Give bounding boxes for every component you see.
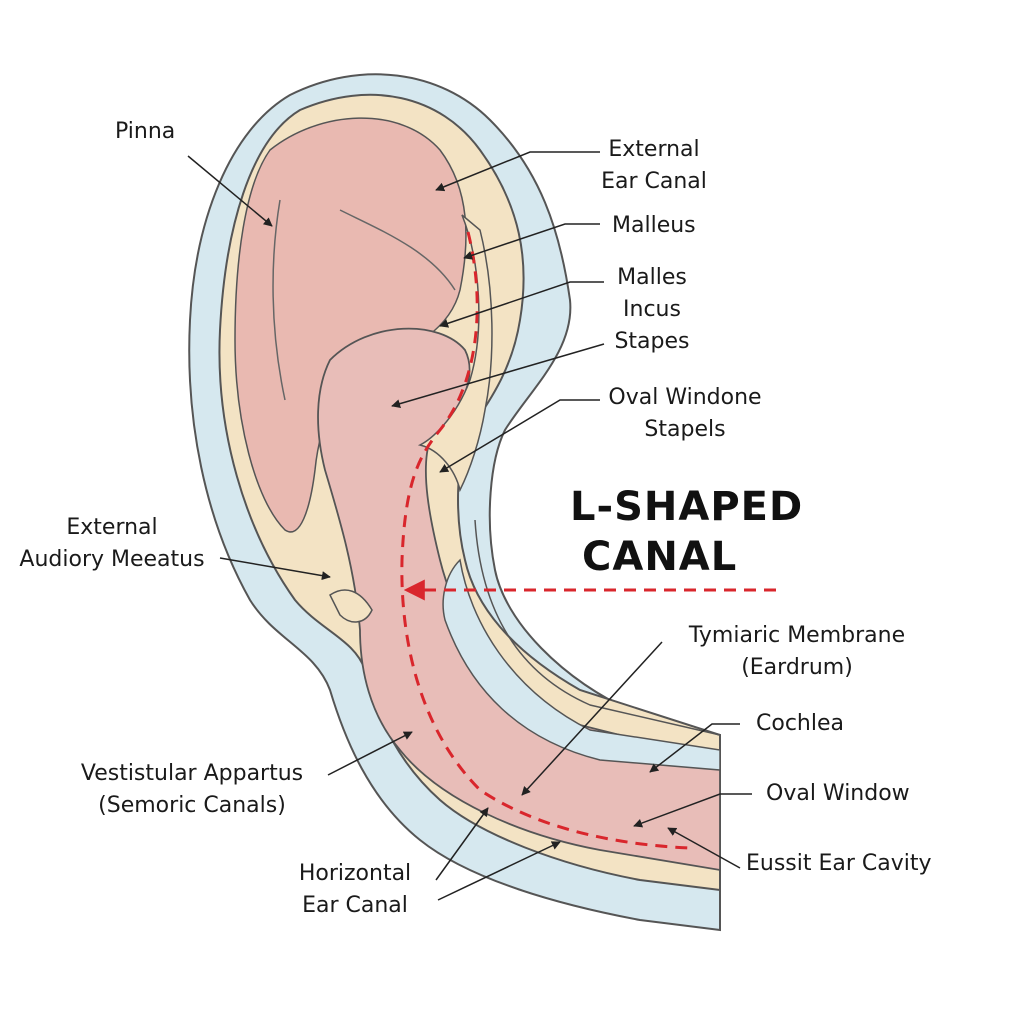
leader-meatus: [219, 557, 331, 581]
label-tympanic-line2: (Eardrum): [741, 655, 853, 680]
label-external-ear-canal: External Ear Canal: [598, 134, 710, 198]
label-horizontal-ear-canal: Horizontal Ear Canal: [290, 858, 420, 922]
label-vestibular-apparatus: Vestistular Appartus (Semoric Canals): [64, 758, 320, 822]
l-shaped-canal-title: L-SHAPED CANAL: [570, 482, 803, 582]
leader-oval-window-lower: [633, 793, 752, 828]
title-line2: CANAL: [582, 534, 738, 580]
sound-path: [400, 231, 691, 850]
leader-tympanic: [521, 641, 663, 796]
label-oval-windone: Oval Windone: [608, 385, 762, 410]
leader-pinna: [187, 155, 273, 227]
label-oval-window-stapes: Oval Windone Stapels: [600, 382, 770, 446]
label-meatus-line1: External: [66, 515, 158, 540]
leader-vestibular: [327, 731, 413, 776]
label-malleus: Malleus: [612, 213, 696, 238]
label-cochlea: Cochlea: [756, 711, 844, 736]
meatus-bump: [329, 589, 373, 623]
label-stapels: Stapels: [644, 417, 726, 442]
label-tympanic-membrane: Tymiaric Membrane (Eardrum): [674, 620, 920, 684]
label-eussit-ear-cavity: Eussit Ear Cavity: [746, 851, 932, 876]
label-horizontal-line2: Ear Canal: [302, 893, 408, 918]
label-ossicles: Malles Incus Stapes: [604, 262, 700, 358]
cochlea-band: [442, 558, 721, 771]
leader-external-ear-canal: [435, 151, 600, 192]
label-pinna: Pinna: [115, 119, 176, 144]
label-horizontal-line1: Horizontal: [298, 861, 412, 886]
leader-malleus: [463, 223, 600, 260]
leader-ossicles: [439, 281, 604, 328]
label-ossicles-malles: Malles: [617, 265, 687, 290]
antihelix-fold: [339, 209, 456, 291]
leader-cavity: [667, 827, 741, 869]
label-tympanic-line1: Tymiaric Membrane: [688, 623, 906, 648]
label-ossicles-stapes: Stapes: [614, 329, 690, 354]
helix-curve: [272, 199, 286, 401]
label-ossicles-incus: Incus: [623, 297, 681, 322]
cochlea-band-inner: [474, 519, 721, 736]
leader-cochlea: [649, 723, 740, 773]
label-external-auditory-meatus: External Audiory Meeatus: [12, 512, 212, 576]
leader-horizontal-2: [437, 841, 561, 901]
label-oval-window: Oval Window: [766, 781, 910, 806]
title-line1: L-SHAPED: [570, 484, 804, 530]
label-external-ear-canal-line2: Ear Canal: [601, 169, 707, 194]
leader-horizontal-1: [435, 807, 489, 881]
label-vestibular-line2: (Semoric Canals): [98, 793, 286, 818]
label-vestibular-line1: Vestistular Appartus: [80, 761, 304, 786]
leader-oval-window: [439, 399, 600, 473]
label-meatus-line2: Audiory Meeatus: [19, 547, 205, 572]
leader-stapes: [391, 343, 605, 409]
label-external-ear-canal-line1: External: [608, 137, 700, 162]
